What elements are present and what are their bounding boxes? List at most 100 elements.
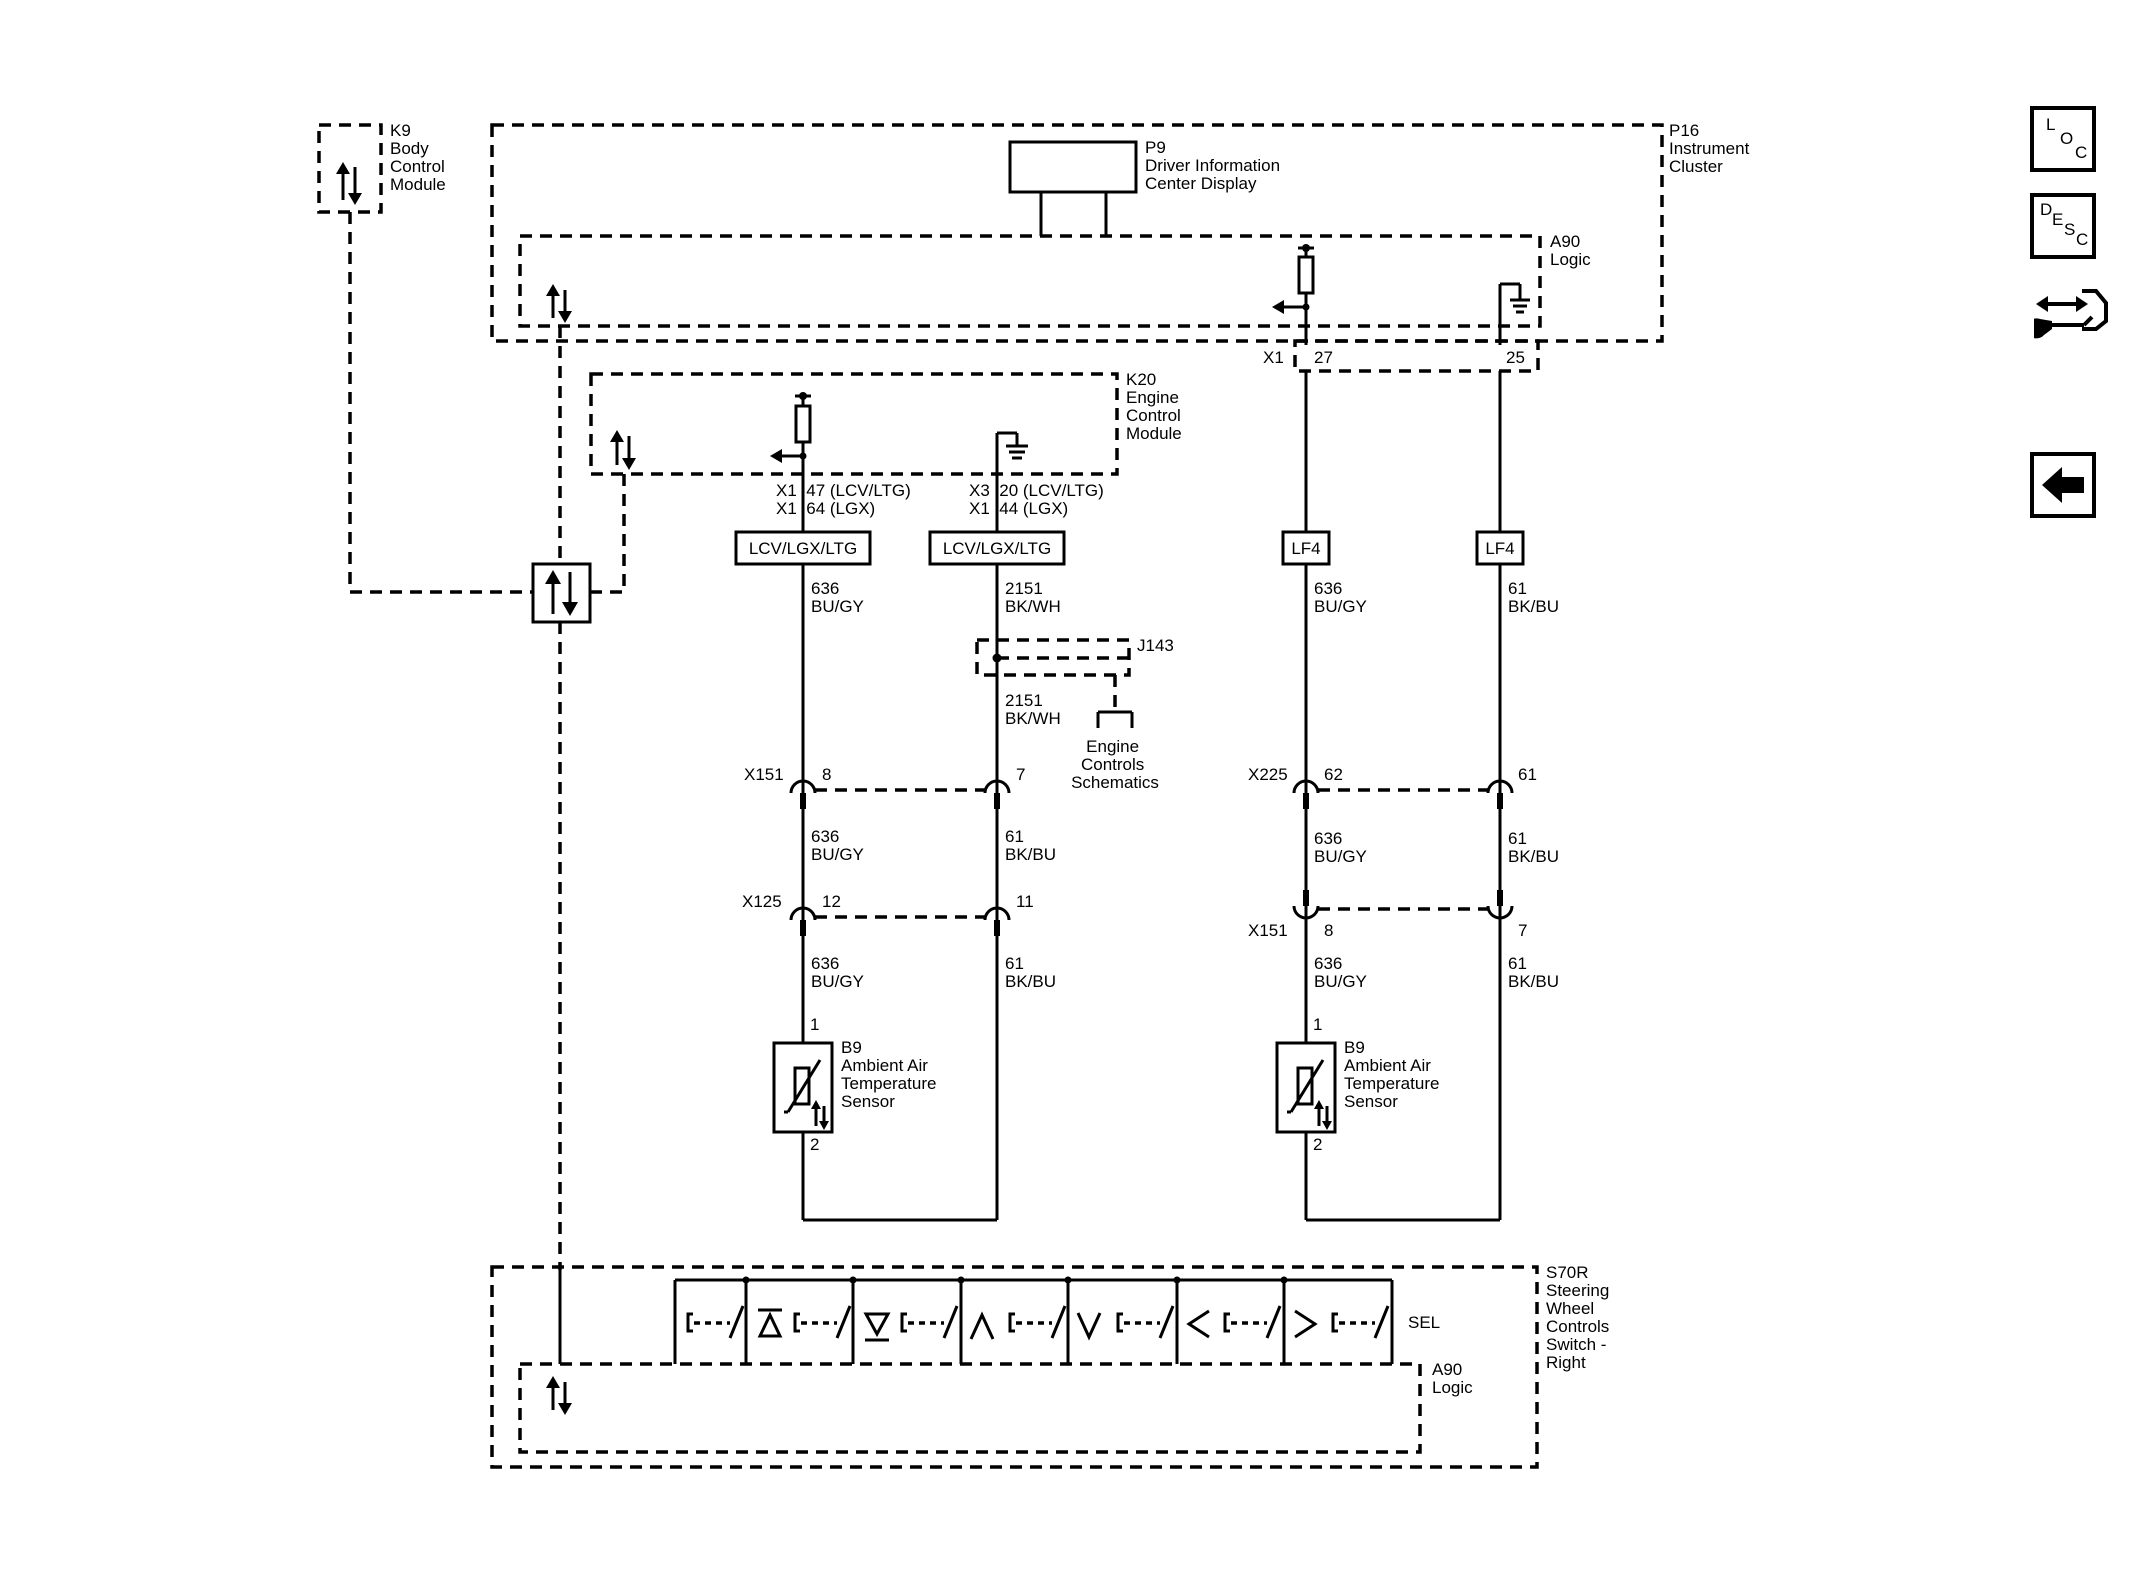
- up-icon: [969, 1311, 995, 1340]
- pin-label: 7: [1016, 765, 1025, 784]
- ground-icon: [1006, 444, 1028, 460]
- a90-logic-top[interactable]: [518, 234, 1542, 328]
- p9-driver-information-center-display[interactable]: [1008, 140, 1138, 236]
- option-box-lf4-left[interactable]: LF4: [1281, 530, 1331, 566]
- a90-bottom-label: A90 Logic: [1432, 1360, 1473, 1397]
- serial-data-network: [348, 212, 626, 1270]
- loc-letter-c: C: [2075, 143, 2088, 162]
- switch-contact: [900, 1305, 959, 1339]
- p16-reference-circuit: [1272, 244, 1315, 345]
- connector-end-view-icon[interactable]: [2034, 277, 2108, 351]
- k9-label: K9 Body Control Module: [390, 121, 450, 194]
- a90-top-label: A90 Logic: [1550, 232, 1591, 269]
- j143-splice-pack[interactable]: [975, 638, 1134, 728]
- pin-label: 8: [1324, 921, 1333, 940]
- svg-text:LCV/LGX/LTG: LCV/LGX/LTG: [943, 539, 1051, 558]
- sel-label: SEL: [1408, 1313, 1440, 1332]
- thermistor-icon: [784, 1059, 822, 1114]
- switch-contact: [1331, 1305, 1390, 1339]
- loc-button[interactable]: L O C: [2030, 106, 2096, 172]
- k20-engine-control-module[interactable]: [589, 372, 1119, 476]
- serial-data-arrows-icon: [1314, 1100, 1332, 1130]
- p9-label: P9 Driver Information Center Display: [1145, 138, 1285, 193]
- pin-label: 61: [1518, 765, 1537, 784]
- k9-body-control-module[interactable]: [317, 123, 383, 214]
- p16-label: P16 Instrument Cluster: [1669, 121, 1754, 176]
- switch-contact: [686, 1305, 745, 1339]
- pin-label: 1: [1313, 1015, 1322, 1034]
- serial-data-arrows-icon: [546, 1376, 572, 1415]
- b9-ambient-air-temperature-sensor-right[interactable]: [1275, 1041, 1337, 1134]
- b9-left-label: B9 Ambient Air Temperature Sensor: [841, 1038, 941, 1111]
- k20-reference-circuit: [770, 392, 812, 476]
- ground-icon: [1510, 298, 1530, 314]
- pin-label: 12: [822, 892, 841, 911]
- switch-contact: [1008, 1305, 1067, 1339]
- pin-label: 7: [1518, 921, 1527, 940]
- connector-label: X151: [1248, 921, 1288, 940]
- connector-x225[interactable]: [1292, 779, 1514, 809]
- serial-data-arrows-icon: [610, 430, 636, 470]
- svg-text:LCV/LGX/LTG: LCV/LGX/LTG: [749, 539, 857, 558]
- option-box-lf4-right[interactable]: LF4: [1475, 530, 1525, 566]
- serial-data-arrows-icon: [336, 162, 362, 205]
- left-icon: [1186, 1309, 1210, 1339]
- s70r-label: S70R Steering Wheel Controls Switch - Ri…: [1546, 1263, 1614, 1372]
- j143-label: J143: [1137, 636, 1174, 655]
- connector-label: X225: [1248, 765, 1288, 784]
- right-icon: [1294, 1309, 1318, 1339]
- a90-logic-bottom[interactable]: [518, 1362, 1422, 1454]
- b9-ambient-air-temperature-sensor-left[interactable]: [772, 1041, 834, 1134]
- pin-label: 2: [1313, 1135, 1322, 1154]
- back-button[interactable]: [2030, 452, 2096, 518]
- k20-label: K20 Engine Control Module: [1126, 370, 1186, 443]
- switch-contact: [1223, 1305, 1282, 1339]
- b9-right-label: B9 Ambient Air Temperature Sensor: [1344, 1038, 1444, 1111]
- k20-low-reference-circuit: [995, 431, 1028, 476]
- desc-letter-c: C: [2076, 230, 2089, 249]
- serial-data-arrows-icon: [811, 1100, 829, 1130]
- option-box-lcv-lgx-ltg-left[interactable]: LCV/LGX/LTG: [734, 530, 872, 566]
- connector-x151-right[interactable]: [1292, 890, 1514, 920]
- desc-button[interactable]: D E S C: [2030, 193, 2096, 259]
- connector-label: X125: [742, 892, 782, 911]
- desc-letter-s: S: [2064, 220, 2076, 239]
- switch-ladder: [673, 1276, 1394, 1364]
- s70r-steering-wheel-controls-switch-right[interactable]: [490, 1265, 1539, 1469]
- back-arrow-icon: [2042, 467, 2084, 503]
- desc-letter-d: D: [2040, 200, 2053, 219]
- serial-data-arrows-icon: [545, 570, 578, 616]
- p16-x1-label: X1: [1263, 348, 1284, 367]
- serial-data-splice[interactable]: [531, 562, 592, 624]
- pin-label: 2: [810, 1135, 819, 1154]
- engine-controls-schematics-link[interactable]: Engine Controls Schematics: [1071, 737, 1159, 792]
- serial-data-arrows-icon: [546, 284, 572, 323]
- thermistor-icon: [1287, 1059, 1325, 1114]
- p16-instrument-cluster[interactable]: [490, 123, 1664, 343]
- desc-letter-e: E: [2052, 210, 2064, 229]
- connector-label: X151: [744, 765, 784, 784]
- k20-connector-left: X1 47 (LCV/LTG) X1 64 (LGX): [776, 481, 916, 518]
- p16-pin-27: 27: [1314, 348, 1333, 367]
- pin-label: 11: [1016, 892, 1034, 911]
- p16-x1-connector: [1293, 339, 1540, 373]
- pin-label: 8: [822, 765, 831, 784]
- connector-x125[interactable]: [789, 906, 1011, 936]
- option-box-lcv-lgx-ltg-right[interactable]: LCV/LGX/LTG: [928, 530, 1066, 566]
- switch-contact: [1116, 1305, 1175, 1339]
- loc-letter-o: O: [2060, 129, 2074, 148]
- loc-letter-l: L: [2046, 115, 2056, 134]
- connector-x151-left[interactable]: [789, 779, 1011, 809]
